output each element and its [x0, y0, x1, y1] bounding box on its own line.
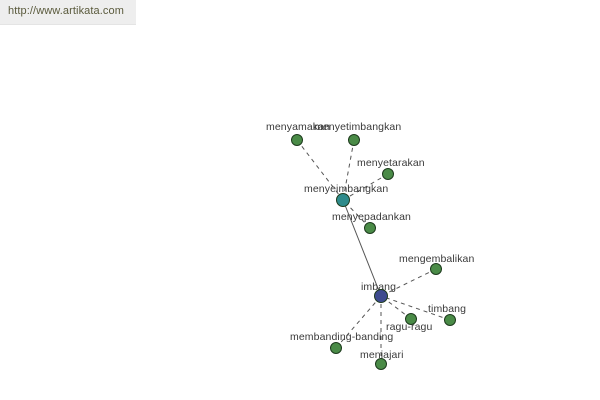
node-label-menyamakan: menyamakan — [266, 121, 331, 133]
graph-node-menyepadankan[interactable] — [364, 222, 376, 234]
graph-node-timbang[interactable] — [444, 314, 456, 326]
node-label-menjajari: menjajari — [360, 349, 404, 361]
node-label-ragu-ragu: ragu-ragu — [386, 321, 433, 333]
url-text: http://www.artikata.com — [8, 5, 125, 17]
node-label-menyepadankan: menyepadankan — [332, 211, 411, 223]
graph-node-menjajari[interactable] — [375, 358, 387, 370]
graph-node-menyetarakan[interactable] — [382, 168, 394, 180]
graph-node-membanding-banding[interactable] — [330, 342, 342, 354]
graph-node-menyeimbangkan[interactable] — [336, 193, 350, 207]
graph-node-imbang[interactable] — [374, 289, 388, 303]
graph-node-ragu-ragu[interactable] — [405, 313, 417, 325]
node-label-mengembalikan: mengembalikan — [399, 253, 475, 265]
node-label-menyeimbangkan: menyeimbangkan — [304, 183, 389, 195]
graph-node-mengembalikan[interactable] — [430, 263, 442, 275]
node-label-imbang: imbang — [361, 281, 397, 293]
graph-edge-layer — [296, 139, 451, 364]
node-label-menyetarakan: menyetarakan — [357, 157, 425, 169]
url-bar: http://www.artikata.com — [0, 0, 136, 25]
graph-node-menyamakan[interactable] — [291, 134, 303, 146]
node-label-timbang: timbang — [428, 303, 467, 315]
node-label-menyetimbangkan: menyetimbangkan — [314, 121, 402, 133]
node-label-membanding-banding: membanding-banding — [290, 331, 394, 343]
graph-node-menyetimbangkan[interactable] — [348, 134, 360, 146]
